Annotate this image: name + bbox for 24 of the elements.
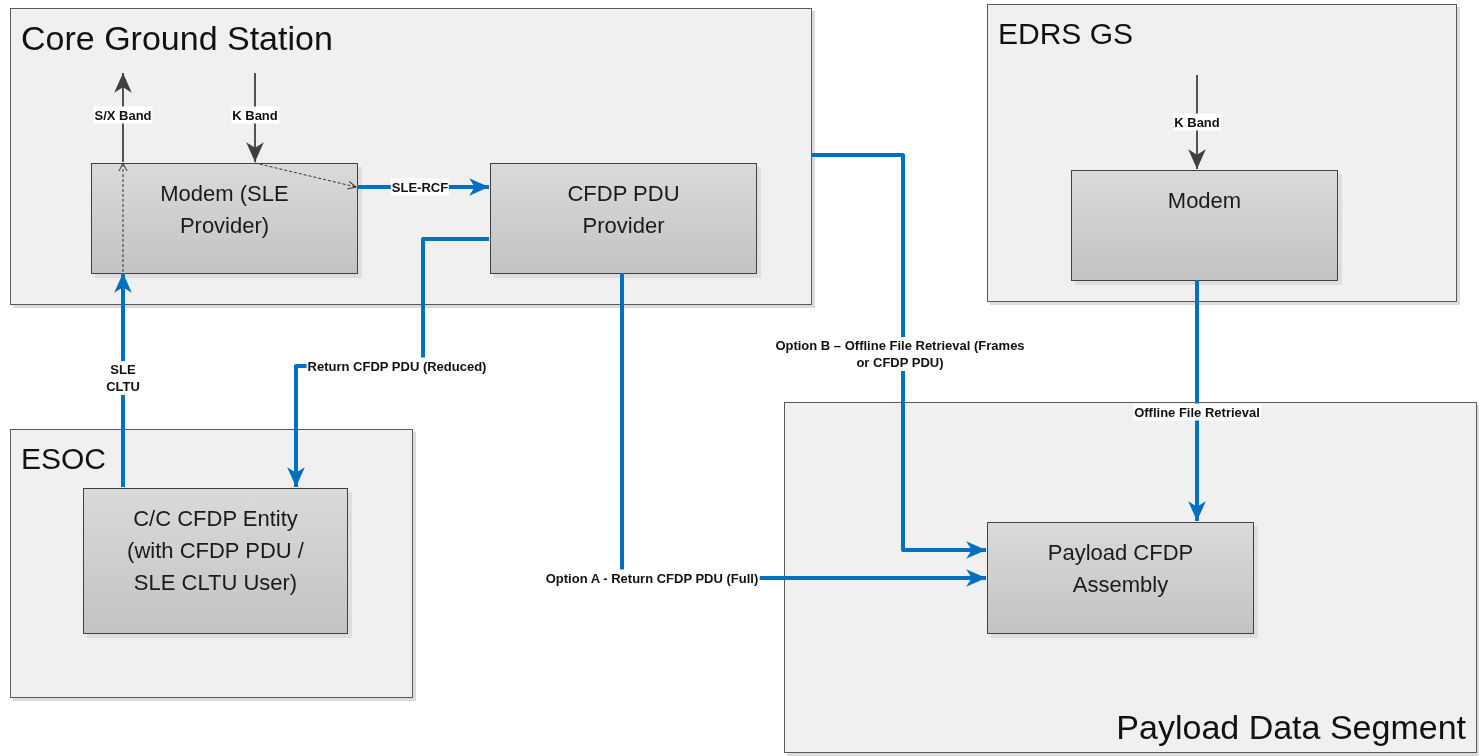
edge-label: SLE CLTU <box>103 361 143 395</box>
edge-label: S/X Band <box>93 106 153 124</box>
group-panel <box>10 429 413 698</box>
edge-label: SLE-RCF <box>390 178 450 196</box>
group-panel <box>784 402 1477 753</box>
box-label: CFDP PDU Provider <box>566 180 681 240</box>
edge-label: Return CFDP PDU (Reduced) <box>306 357 488 375</box>
group-panel <box>10 8 812 305</box>
edge-label: Option A - Return CFDP PDU (Full) <box>544 569 760 587</box>
group-title: Core Ground Station <box>21 21 333 55</box>
group-title: EDRS GS <box>998 19 1134 49</box>
box-label: Modem (SLE Provider) <box>159 180 290 240</box>
edge-label: Offline File Retrieval <box>1133 403 1261 421</box>
box-label: Modem <box>1167 187 1242 215</box>
group-panel <box>987 4 1457 302</box>
box-label: C/C CFDP Entity (with CFDP PDU / SLE CLTU User) <box>126 505 305 597</box>
arrow <box>1188 280 1206 521</box>
arrow <box>812 153 986 559</box>
group-title: Payload Data Segment <box>1116 710 1466 744</box>
box-label: Payload CFDP Assembly <box>1046 539 1195 599</box>
edge-label: K Band <box>231 106 279 124</box>
group-title: ESOC <box>21 444 107 474</box>
arrow <box>114 72 132 163</box>
edge-label: K Band <box>1173 113 1221 131</box>
